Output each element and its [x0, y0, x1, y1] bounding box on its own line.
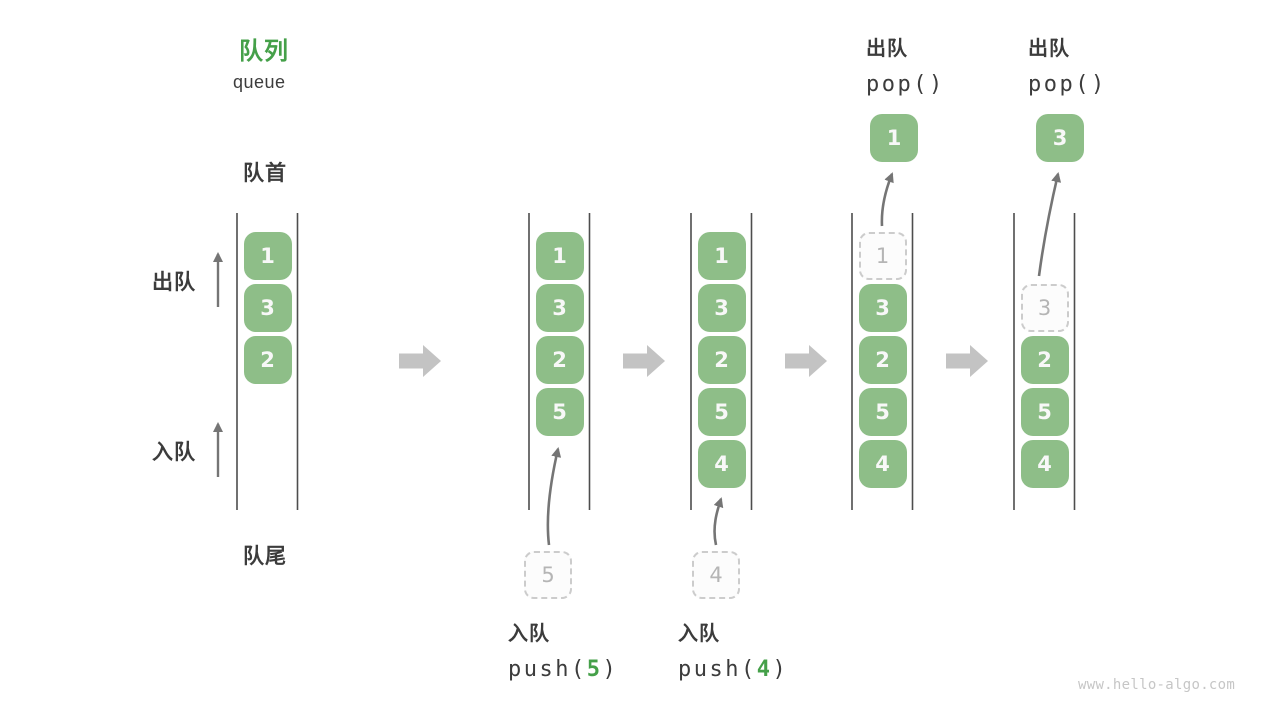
popped-item: 3	[1036, 114, 1084, 162]
push5-arg: 5	[586, 657, 603, 682]
queue-front-label: 队首	[243, 162, 287, 185]
queue-item: 5	[535, 388, 584, 436]
queue-item: 3	[697, 284, 746, 332]
pop2-operation-label: 出队 pop()	[1028, 32, 1107, 97]
queue-item: 2	[858, 336, 907, 384]
staged-item: 4	[692, 551, 740, 599]
queue-item: 1	[243, 232, 292, 280]
queue-item: 5	[1020, 388, 1069, 436]
push5-operation-label: 入队 push(5)	[508, 617, 618, 682]
push4-operation-label: 入队 push(4)	[678, 617, 788, 682]
queue-item: 2	[535, 336, 584, 384]
pop2-code-label: pop()	[1028, 72, 1107, 97]
pop2-cjk-label: 出队	[1028, 38, 1070, 60]
push5-code-label: push(5)	[508, 657, 618, 682]
queue-item-ghost: 1	[858, 232, 907, 280]
queue-item: 2	[1020, 336, 1069, 384]
queue-item: 5	[858, 388, 907, 436]
queue-item: 3	[535, 284, 584, 332]
queue-rear-label: 队尾	[243, 545, 287, 568]
push5-fn-close: )	[602, 657, 619, 682]
push4-fn-close: )	[772, 657, 789, 682]
queue-item-ghost: 3	[1020, 284, 1069, 332]
queue-item: 3	[243, 284, 292, 332]
push5-fn-open: push(	[508, 657, 587, 682]
queue-walls	[236, 213, 1076, 510]
queue-item: 4	[697, 440, 746, 488]
queue-item: 2	[697, 336, 746, 384]
queue-item: 5	[697, 388, 746, 436]
staged-item: 5	[524, 551, 572, 599]
push4-arg: 4	[756, 657, 773, 682]
push5-cjk-label: 入队	[508, 623, 550, 645]
push4-fn-open: push(	[678, 657, 757, 682]
queue-item: 1	[535, 232, 584, 280]
enqueue-side-label: 入队	[152, 441, 196, 464]
queue-item: 4	[1020, 440, 1069, 488]
queue-item: 4	[858, 440, 907, 488]
queue-item: 1	[697, 232, 746, 280]
popped-item: 1	[870, 114, 918, 162]
pop1-code-label: pop()	[866, 72, 945, 97]
queue-item: 2	[243, 336, 292, 384]
dequeue-side-label: 出队	[152, 271, 196, 294]
watermark: www.hello-algo.com	[1078, 677, 1236, 693]
diagram-title-en: queue	[233, 72, 286, 92]
pop1-cjk-label: 出队	[866, 38, 908, 60]
push4-code-label: push(4)	[678, 657, 788, 682]
pop1-operation-label: 出队 pop()	[866, 32, 945, 97]
diagram-title-zh: 队列	[239, 38, 289, 65]
push4-cjk-label: 入队	[678, 623, 720, 645]
queue-item: 3	[858, 284, 907, 332]
